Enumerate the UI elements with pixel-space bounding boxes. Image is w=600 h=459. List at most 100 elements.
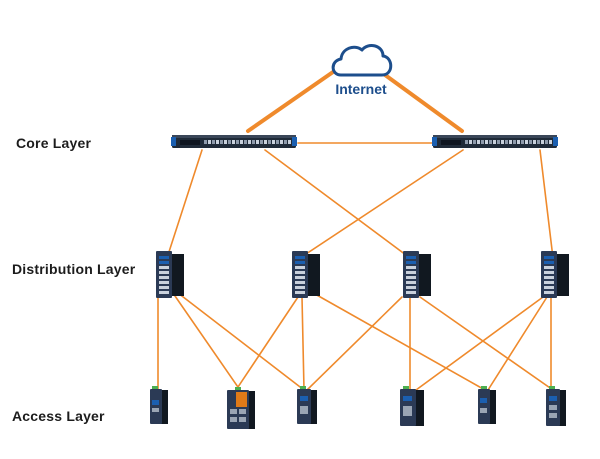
port-indicator (232, 140, 235, 144)
port-indicator (469, 140, 472, 144)
port-indicator (525, 140, 528, 144)
internet-label: Internet (335, 81, 387, 97)
distribution-switch-4 (541, 251, 569, 298)
core-switch-2-ports (465, 140, 552, 144)
link-core1-dist3 (264, 149, 411, 259)
distribution-switch-3 (403, 251, 431, 298)
port-indicator (224, 140, 227, 144)
link-internet-core-left (246, 70, 335, 133)
port-indicator (406, 291, 416, 294)
port-indicator (505, 140, 508, 144)
access-switch-6 (546, 386, 566, 426)
port-indicator (260, 140, 263, 144)
port-indicator (208, 140, 211, 144)
port-indicator (204, 140, 207, 144)
distribution-switch-1-ports (159, 256, 169, 294)
port-indicator (284, 140, 287, 144)
port-indicator (544, 256, 554, 259)
link-internet-core-right (379, 70, 464, 133)
port-indicator (295, 271, 305, 274)
port-indicator (268, 140, 271, 144)
port-indicator (295, 286, 305, 289)
port-indicator (159, 256, 169, 259)
port-indicator (295, 276, 305, 279)
port-indicator (545, 140, 548, 144)
port-indicator (517, 140, 520, 144)
port-indicator (295, 281, 305, 284)
port-indicator (544, 291, 554, 294)
port-indicator (236, 140, 239, 144)
port-indicator (240, 140, 243, 144)
port-indicator (406, 271, 416, 274)
port-indicator (544, 276, 554, 279)
port-indicator (509, 140, 512, 144)
port-indicator (159, 281, 169, 284)
port-indicator (264, 140, 267, 144)
port-indicator (295, 291, 305, 294)
port-indicator (541, 140, 544, 144)
port-indicator (272, 140, 275, 144)
port-indicator (280, 140, 283, 144)
port-indicator (493, 140, 496, 144)
port-indicator (295, 261, 305, 264)
port-indicator (544, 271, 554, 274)
port-indicator (481, 140, 484, 144)
port-indicator (544, 286, 554, 289)
access-switch-4 (400, 386, 424, 426)
port-indicator (159, 291, 169, 294)
port-indicator (276, 140, 279, 144)
port-indicator (406, 261, 416, 264)
network-links (157, 70, 554, 391)
port-indicator (406, 256, 416, 259)
core-layer-label: Core Layer (16, 135, 92, 151)
port-indicator (485, 140, 488, 144)
core-switch-1-ports (204, 140, 291, 144)
distribution-switch-1 (156, 251, 184, 298)
port-indicator (295, 266, 305, 269)
port-indicator (220, 140, 223, 144)
port-indicator (159, 261, 169, 264)
access-switch-1 (150, 386, 168, 424)
port-indicator (406, 276, 416, 279)
port-indicator (159, 286, 169, 289)
port-indicator (406, 266, 416, 269)
link-dist2-acc2 (235, 296, 299, 391)
port-indicator (252, 140, 255, 144)
distribution-switch-3-ports (406, 256, 416, 294)
port-indicator (288, 140, 291, 144)
link-dist3-acc3 (306, 296, 403, 391)
port-indicator (228, 140, 231, 144)
link-core2-dist2 (299, 149, 464, 259)
port-indicator (521, 140, 524, 144)
port-indicator (212, 140, 215, 144)
link-core2-dist4 (539, 149, 554, 259)
access-switch-2 (227, 387, 255, 429)
port-indicator (544, 281, 554, 284)
link-dist1-acc3 (177, 292, 305, 391)
cloud-icon (331, 43, 393, 77)
link-dist2-acc3 (301, 296, 305, 391)
port-indicator (529, 140, 532, 144)
port-indicator (256, 140, 259, 144)
link-core1-dist1 (166, 149, 203, 259)
link-dist4-acc5 (487, 296, 548, 391)
port-indicator (244, 140, 247, 144)
port-indicator (537, 140, 540, 144)
port-indicator (549, 140, 552, 144)
distribution-switch-2 (292, 251, 320, 298)
port-indicator (248, 140, 251, 144)
port-indicator (489, 140, 492, 144)
port-indicator (473, 140, 476, 144)
port-indicator (497, 140, 500, 144)
port-indicator (544, 266, 554, 269)
access-switch-3 (297, 386, 317, 424)
port-indicator (159, 276, 169, 279)
port-indicator (533, 140, 536, 144)
distribution-switch-2-ports (295, 256, 305, 294)
port-indicator (513, 140, 516, 144)
port-indicator (501, 140, 504, 144)
distribution-switch-4-ports (544, 256, 554, 294)
core-switch-1 (171, 135, 297, 148)
core-switch-2 (432, 135, 558, 148)
